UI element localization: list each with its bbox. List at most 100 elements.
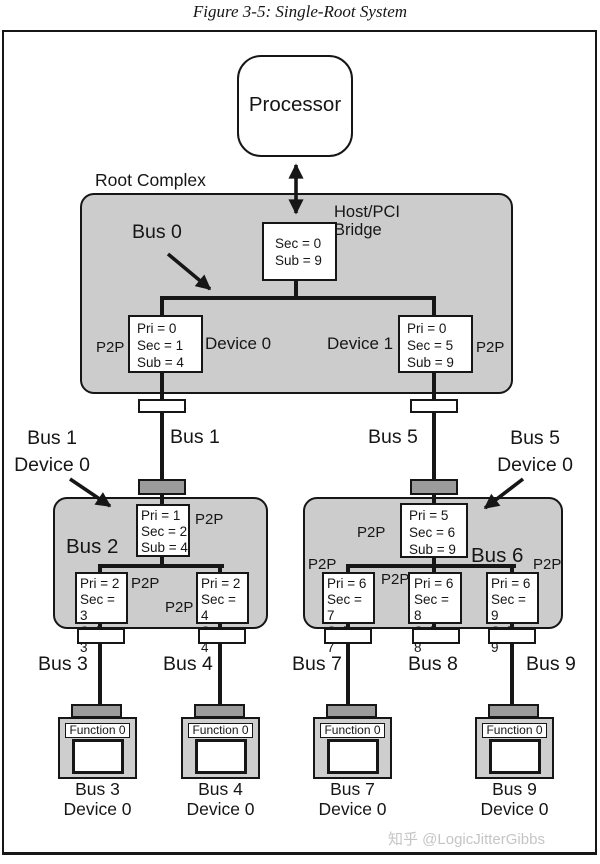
swr-p2p-outer-left-label: P2P	[308, 556, 337, 573]
endpoint-bus4: Function 0 Bus 4 Device 0	[179, 704, 262, 822]
endpoint-window	[195, 739, 247, 774]
diagram-border	[2, 30, 597, 855]
swr-upstream-bridge-box: Pri = 5 Sec = 6 Sub = 9	[400, 503, 468, 558]
watermark: 知乎 @LogicJitterGibbs	[388, 831, 545, 848]
rc-p2p-right-label: P2P	[476, 339, 505, 356]
host-pci-bridge-box: Sec = 0 Sub = 9	[262, 222, 337, 281]
endpoint-window	[72, 739, 124, 774]
endpoint-tab	[488, 704, 539, 718]
endpoint-caption: Bus 3 Device 0	[63, 779, 132, 819]
processor-box	[237, 55, 353, 157]
dev0-pri: Pri = 0	[137, 321, 177, 336]
host-pci-bridge-label: Host/PCI Bridge	[334, 203, 401, 239]
swr-upstream-drop2	[432, 556, 436, 566]
bus8-connector	[412, 628, 460, 644]
swl-stub1b	[98, 566, 102, 574]
swl-bot2b	[218, 622, 222, 629]
processor-label: Processor	[248, 93, 342, 116]
swl-down1-p2p-label: P2P	[131, 575, 160, 592]
bus9-drop-line	[510, 644, 514, 706]
bus8-label: Bus 8	[408, 653, 458, 675]
dev0-sub: Sub = 4	[137, 355, 184, 370]
callout-bus1-device0: Bus 1 Device 0	[14, 427, 90, 476]
bus7-label: Bus 7	[292, 653, 342, 675]
bus6-label: Bus 6	[471, 544, 524, 567]
dev1-sub: Sub = 9	[407, 355, 454, 370]
endpoint-function-label: Function 0	[482, 723, 547, 738]
rc-device0-label: Device 0	[205, 334, 272, 353]
bus4-connector	[198, 628, 246, 644]
swl-down2-p2p-label: P2P	[165, 599, 194, 616]
endpoint-bus7: Function 0 Bus 7 Device 0	[311, 704, 394, 822]
dev0-sec: Sec = 1	[137, 338, 184, 353]
swr-down2-p2p-label: P2P	[381, 571, 410, 588]
swr-bus6-line2	[346, 564, 516, 568]
bus0-line2	[160, 296, 436, 300]
bus1-connector	[138, 399, 186, 413]
bus4-label: Bus 4	[163, 653, 213, 675]
bus7-connector	[324, 628, 372, 644]
swr-stub1b	[346, 566, 350, 574]
bus1-link-line	[160, 371, 164, 481]
dev0-drop2	[160, 371, 164, 393]
rc-dev1-bridge-box: Pri = 0 Sec = 5 Sub = 9	[398, 315, 473, 373]
endpoint-function-label: Function 0	[65, 723, 130, 738]
bus5-label: Bus 5	[368, 426, 418, 448]
bus3-label: Bus 3	[38, 653, 88, 675]
endpoint-window	[489, 739, 541, 774]
bus3-drop-line	[98, 644, 102, 706]
endpoint-caption: Bus 9 Device 0	[480, 779, 549, 819]
bus0-drop-left2	[160, 298, 164, 316]
bus0-drop-right2	[432, 298, 436, 316]
swr-down2-bridge-box: Pri = 6 Sec = 8 Sub = 8	[408, 572, 462, 655]
swr-down1-bridge-box: Pri = 6 Sec = 7 Sub = 7	[322, 572, 375, 655]
endpoint-bus9: Function 0 Bus 9 Device 0	[473, 704, 556, 822]
endpoint-bus3: Function 0 Bus 3 Device 0	[56, 704, 139, 822]
bus0-label: Bus 0	[132, 221, 182, 243]
endpoint-function-label: Function 0	[320, 723, 385, 738]
bus1-label: Bus 1	[170, 426, 220, 448]
swl-in	[160, 497, 164, 506]
endpoint-caption: Bus 4 Device 0	[186, 779, 255, 819]
rc-p2p-left-label: P2P	[96, 339, 125, 356]
endpoint-body: Function 0	[181, 717, 260, 779]
rc-device1-label: Device 1	[327, 334, 394, 353]
swl-stub2b	[218, 566, 222, 574]
endpoint-body: Function 0	[313, 717, 392, 779]
endpoint-tab	[71, 704, 122, 718]
callout-bus5-device0: Bus 5 Device 0	[497, 427, 573, 476]
swr-bot2b	[432, 622, 436, 629]
bus3-connector	[77, 628, 125, 644]
host-bridge-sub: Sub = 9	[275, 253, 322, 268]
swl-down1-bridge-box: Pri = 2 Sec = 3 Sub = 3	[75, 572, 128, 655]
endpoint-function-label: Function 0	[188, 723, 253, 738]
swr-in	[432, 497, 436, 505]
swl-down2-bridge-box: Pri = 2 Sec = 4 Sub = 4	[196, 572, 249, 655]
swl-upstream-p2p-label: P2P	[195, 511, 224, 528]
figure-title: Figure 3-5: Single-Root System	[192, 2, 408, 21]
endpoint-tab	[194, 704, 245, 718]
swr-down3-bridge-box: Pri = 6 Sec = 9 Sub = 9	[486, 572, 539, 655]
endpoint-body: Function 0	[475, 717, 554, 779]
root-complex-label: Root Complex	[95, 170, 206, 190]
dev1-sec: Sec = 5	[407, 338, 454, 353]
endpoint-window	[327, 739, 379, 774]
swr-bot3b	[510, 622, 514, 629]
swl-upstream-bridge-box: Pri = 1 Sec = 2 Sub = 4	[136, 504, 190, 557]
dev1-drop2	[432, 371, 436, 393]
swr-upstream-p2p-label: P2P	[357, 524, 386, 541]
swr-stub3b	[510, 566, 514, 574]
host-bridge-sec: Sec = 0	[275, 236, 322, 251]
endpoint-caption: Bus 7 Device 0	[318, 779, 387, 819]
bus5-slot-tab	[410, 479, 458, 495]
bus5-link-line	[432, 371, 436, 481]
bus4-drop-line	[218, 644, 222, 706]
bus1-slot-tab	[138, 479, 186, 495]
swl-upstream-drop2	[160, 555, 164, 566]
bus5-connector	[410, 399, 458, 413]
swr-p2p-outer-right-label: P2P	[533, 556, 562, 573]
swr-bot1b	[346, 622, 350, 629]
bus2-label: Bus 2	[66, 535, 119, 558]
bus9-label: Bus 9	[526, 653, 576, 675]
